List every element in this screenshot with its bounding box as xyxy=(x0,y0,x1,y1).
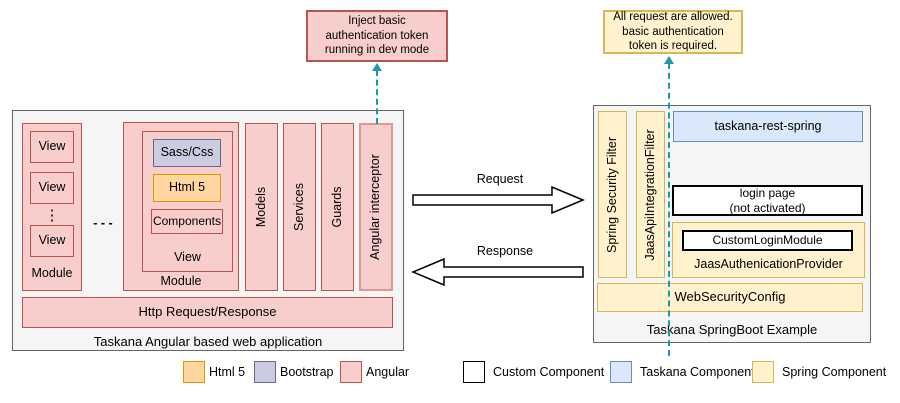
custom-login-module-box: CustomLoginModule xyxy=(682,230,853,251)
http-request-response-bar: Http Request/Response xyxy=(22,297,393,328)
legend-html5-swatch xyxy=(183,361,205,383)
pillar-angular-interceptor-label: Angular interceptor xyxy=(368,154,383,260)
callout-all-requests: All request are allowed. basic authentic… xyxy=(603,10,743,54)
module2-view-label: View xyxy=(174,250,201,264)
callout-inject-token: Inject basic authentication token runnin… xyxy=(306,10,448,62)
pillar-models: Models xyxy=(245,123,278,291)
pillar-services-label: Services xyxy=(291,183,306,231)
custom-login-module-label: CustomLoginModule xyxy=(712,233,823,247)
legend-custom-component: Custom Component xyxy=(463,361,604,383)
dashed-connector-right xyxy=(668,63,670,356)
web-security-config-label: WebSecurityConfig xyxy=(674,289,786,305)
legend-angular-swatch xyxy=(340,361,362,383)
callout-inject-token-text: Inject basic authentication token runnin… xyxy=(324,14,430,57)
legend-bootstrap-label: Bootstrap xyxy=(280,365,334,379)
legend-taskana-component-swatch xyxy=(610,361,632,383)
pillar-services: Services xyxy=(283,123,316,291)
spring-security-filter: Spring Security Filter xyxy=(598,111,627,278)
modules-ellipsis: - - - xyxy=(93,216,113,230)
pillar-guards: Guards xyxy=(321,123,354,291)
module2-label: Module xyxy=(160,274,202,288)
module1-view1-label: View xyxy=(38,139,66,154)
module2-components-box: Components xyxy=(151,209,223,234)
login-page-box: login page (not activated) xyxy=(672,185,863,216)
legend-html5-label: Html 5 xyxy=(209,365,246,379)
legend-html5: Html 5 xyxy=(183,361,245,383)
html5-label: Html 5 xyxy=(168,180,206,195)
components-label: Components xyxy=(152,214,222,228)
request-arrow xyxy=(412,185,585,215)
legend-bootstrap-swatch xyxy=(254,361,276,383)
springboot-title: Taskana SpringBoot Example xyxy=(646,322,818,337)
module2-html5-box: Html 5 xyxy=(153,174,221,202)
taskana-rest-spring-label: taskana-rest-spring xyxy=(714,118,822,133)
module1-view2-label: View xyxy=(38,180,66,195)
jaas-api-integration-filter-label: JaasApiIntegrationFilter xyxy=(642,128,657,261)
dashed-arrowhead-right-icon xyxy=(664,56,674,64)
pillar-models-label: Models xyxy=(253,186,268,228)
module1-view3: View xyxy=(30,225,74,257)
module2-sass-box: Sass/Css xyxy=(153,139,221,167)
response-arrow-label: Response xyxy=(476,244,534,258)
module1-view2: View xyxy=(30,172,74,204)
spring-security-filter-label: Spring Security Filter xyxy=(604,136,619,253)
legend-angular-label: Angular xyxy=(366,365,410,379)
dashed-connector-left xyxy=(376,70,378,124)
sass-label: Sass/Css xyxy=(160,145,214,160)
legend-taskana-component-label: Taskana Component xyxy=(640,365,755,379)
login-page-line1: login page xyxy=(739,186,796,201)
legend-angular: Angular xyxy=(340,361,409,383)
legend-bootstrap: Bootstrap xyxy=(254,361,334,383)
http-bar-label: Http Request/Response xyxy=(138,304,277,320)
legend-spring-component-swatch xyxy=(752,361,774,383)
login-page-line2: (not activated) xyxy=(729,200,806,215)
pillar-angular-interceptor: Angular interceptor xyxy=(359,123,393,291)
legend-spring-component: Spring Component xyxy=(752,361,886,383)
jaas-api-integration-filter: JaasApiIntegrationFilter xyxy=(636,111,665,278)
taskana-rest-spring-box: taskana-rest-spring xyxy=(673,111,863,142)
module1-vertical-ellipsis: ⋮ xyxy=(44,207,60,224)
angular-app-title: Taskana Angular based web application xyxy=(93,334,323,349)
response-arrow xyxy=(411,257,584,287)
request-arrow-label: Request xyxy=(476,172,524,186)
module1-label: Module xyxy=(31,266,73,280)
jaas-authentication-provider-label: JaasAuthenicationProvider xyxy=(694,257,843,271)
legend-spring-component-label: Spring Component xyxy=(782,365,887,379)
dashed-arrowhead-left-icon xyxy=(372,63,382,71)
legend-custom-component-label: Custom Component xyxy=(493,365,605,379)
pillar-guards-label: Guards xyxy=(329,186,344,228)
legend-taskana-component: Taskana Component xyxy=(610,361,755,383)
legend-custom-component-swatch xyxy=(463,361,485,383)
module1-view3-label: View xyxy=(38,233,66,248)
web-security-config-box: WebSecurityConfig xyxy=(597,283,863,312)
callout-all-requests-text: All request are allowed. basic authentic… xyxy=(613,10,733,53)
module1-view1: View xyxy=(30,131,74,163)
